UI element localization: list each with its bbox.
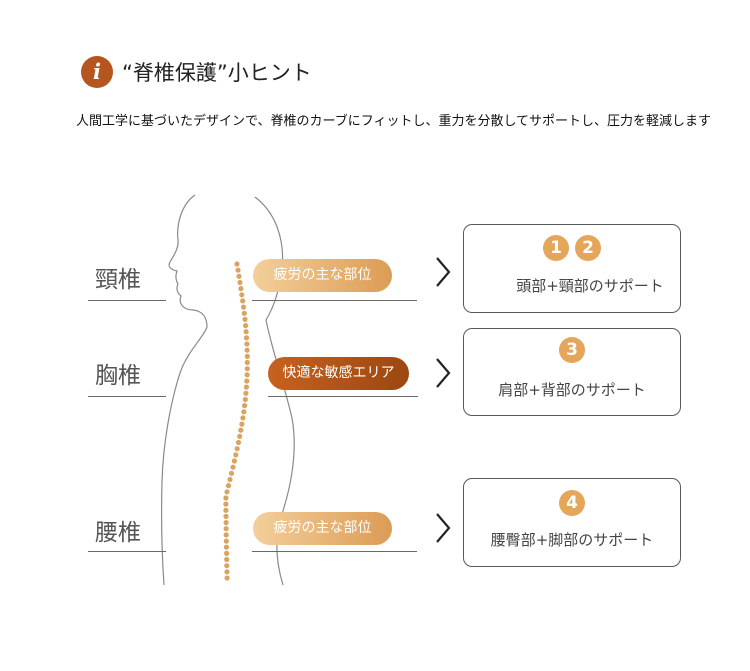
spine-dot [224, 550, 230, 557]
spine-dot [243, 329, 249, 335]
spine-dot [244, 341, 250, 347]
spine-dot [235, 267, 241, 273]
spine-dot [239, 292, 245, 298]
spine-dot [223, 495, 229, 501]
spine-dot [234, 261, 240, 267]
region-underline-lumbar [88, 551, 166, 552]
spine-dot [237, 279, 243, 286]
spine-dot [224, 563, 230, 569]
spine-dot [239, 421, 245, 427]
spine-dot [241, 310, 247, 316]
spine-dots [223, 261, 250, 581]
region-underline-cervical [88, 300, 166, 301]
number-badge: 1 [543, 235, 569, 261]
spine-dot [224, 489, 230, 495]
support-box-shoulder-back: 3 肩部+背部のサポート [463, 328, 681, 416]
spine-dot [234, 446, 240, 452]
spine-dot [223, 526, 229, 532]
spine-dot [242, 316, 248, 322]
spine-dot [230, 464, 236, 470]
spine-dot [224, 556, 230, 563]
support-box-hip-leg: 4 腰臀部+脚部のサポート [463, 478, 681, 567]
support-box-text: 腰臀部+脚部のサポート [490, 531, 654, 549]
spine-dot [223, 538, 229, 544]
spine-dot [244, 378, 250, 384]
spine-dot [224, 569, 230, 575]
spine-dot [240, 298, 246, 304]
pill-underline-lumbar [252, 551, 417, 552]
spine-dot [225, 483, 232, 489]
description-text: 人間工学に基づいたデザインで、脊椎のカーブにフィットし、重力を分散してサポートし… [76, 114, 712, 129]
spine-dot [223, 544, 229, 550]
spine-dot [244, 353, 250, 359]
spine-dot [231, 458, 237, 464]
spine-dot [240, 304, 247, 310]
region-label-thoracic: 胸椎 [95, 363, 141, 389]
spine-dot [233, 452, 239, 458]
info-icon: i [81, 56, 113, 88]
spine-dot [223, 532, 229, 538]
spine-dot [223, 501, 229, 507]
support-box-text: 頭部+頸部のサポート [516, 277, 664, 295]
spine-dot [243, 390, 249, 396]
pill-underline-cervical [252, 300, 417, 301]
spine-dot [244, 366, 250, 372]
support-box-text: 肩部+背部のサポート [498, 381, 646, 399]
spine-dot [242, 403, 248, 409]
region-label-cervical: 頸椎 [95, 267, 141, 293]
pill-cervical: 疲労の主な部位 [253, 259, 392, 292]
pill-lumbar: 疲労の主な部位 [253, 512, 392, 545]
spine-dot [236, 273, 242, 279]
region-underline-thoracic [88, 396, 166, 397]
spine-dot [235, 439, 242, 446]
spine-dot [241, 409, 247, 415]
chevron-right-icon [436, 257, 451, 287]
pill-underline-thoracic [268, 396, 418, 397]
chevron-right-icon [436, 358, 451, 388]
number-badge: 4 [559, 490, 585, 516]
spine-dot [228, 470, 235, 476]
page-title: “脊椎保護”小ヒント [122, 61, 312, 85]
spine-dot [243, 384, 249, 390]
spine-dot [223, 520, 229, 526]
chevron-right-icon [436, 513, 451, 543]
spine-dot [224, 575, 230, 581]
spine-dot [243, 323, 249, 329]
spine-dot [244, 347, 250, 353]
number-badge: 3 [559, 337, 585, 363]
spine-dot [244, 372, 250, 378]
spine-dot [227, 476, 233, 483]
spine-dot [223, 513, 229, 520]
spine-dot [242, 396, 248, 403]
spine-dot [243, 335, 250, 341]
spine-dot [240, 415, 246, 421]
pill-thoracic: 快適な敏感エリア [268, 357, 409, 390]
spine-dot [238, 286, 244, 292]
number-badge: 2 [575, 235, 601, 261]
spine-dot [237, 433, 243, 439]
spine-dot [244, 359, 250, 366]
region-label-lumbar: 腰椎 [95, 520, 141, 546]
spine-dot [223, 507, 229, 513]
spine-dot [238, 427, 244, 433]
